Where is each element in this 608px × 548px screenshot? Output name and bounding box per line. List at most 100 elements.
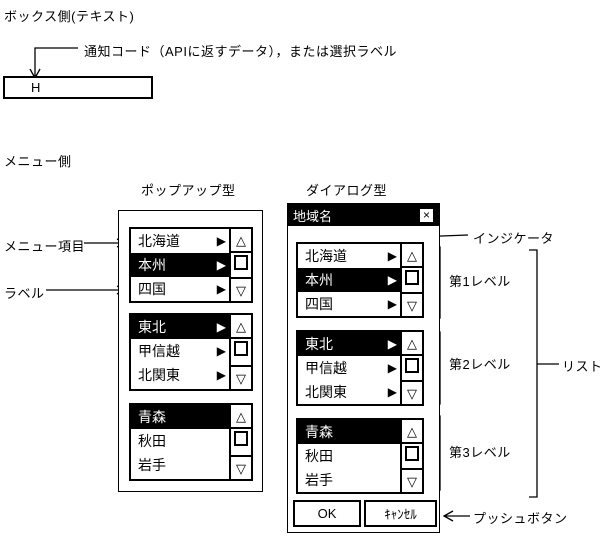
list-item-label: 東北 — [305, 336, 333, 352]
list-item-tohoku[interactable]: 東北 ▶ — [131, 315, 229, 339]
list-item-label: 岩手 — [305, 472, 333, 488]
scroll-down-icon[interactable]: ▽ — [231, 277, 251, 301]
scrollbar-thumb[interactable] — [234, 431, 248, 446]
list-item-label: 北関東 — [138, 367, 180, 383]
list-item-honshu[interactable]: 本州 ▶ — [131, 253, 229, 277]
list-item-iwate[interactable]: 岩手 — [131, 453, 229, 477]
scrollbar[interactable]: △ ▽ — [400, 420, 422, 492]
scrollbar[interactable]: △ ▽ — [229, 405, 251, 479]
dialog-list-level3: 青森 秋田 岩手 △ ▽ — [296, 418, 424, 494]
popup-list-level3: 青森 秋田 岩手 △ ▽ — [129, 403, 253, 481]
list-item-label: 北海道 — [138, 233, 180, 249]
callout-indicator: インジケータ — [473, 231, 555, 246]
scroll-up-icon[interactable]: △ — [231, 315, 251, 339]
submenu-arrow-icon: ▶ — [387, 337, 397, 351]
list-item-label: 四国 — [305, 296, 333, 312]
list-item-shikoku[interactable]: 四国 ▶ — [131, 277, 229, 301]
scroll-down-icon[interactable]: ▽ — [402, 468, 422, 492]
list-item-label: 四国 — [138, 281, 166, 297]
scroll-down-icon[interactable]: ▽ — [402, 292, 422, 316]
scrollbar[interactable]: △ ▽ — [400, 332, 422, 404]
scroll-down-icon[interactable]: ▽ — [231, 455, 251, 479]
list-item-label: 青森 — [305, 424, 333, 440]
list-item-hokkaido[interactable]: 北海道 ▶ — [131, 229, 229, 253]
submenu-arrow-icon: ▶ — [216, 258, 226, 272]
notify-code-arrow — [29, 47, 78, 79]
list-item-honshu[interactable]: 本州 ▶ — [298, 268, 400, 292]
scroll-up-icon[interactable]: △ — [402, 420, 422, 444]
list-item-shikoku[interactable]: 四国 ▶ — [298, 292, 400, 316]
scrollbar-thumb[interactable] — [234, 255, 248, 270]
scroll-down-icon[interactable]: ▽ — [231, 365, 251, 389]
list-item-aomori[interactable]: 青森 — [298, 420, 400, 444]
dialog-window-title: 地域名 — [293, 208, 333, 224]
label-arrow — [46, 285, 127, 295]
list-item-hokkaido[interactable]: 北海道 ▶ — [298, 244, 400, 268]
popup-type-title: ポップアップ型 — [141, 183, 236, 198]
notify-code-annotation: 通知コード（APIに返すデータ），または選択ラベル — [84, 44, 397, 59]
dialog-titlebar[interactable]: 地域名 × — [288, 204, 439, 226]
dialog-window: 地域名 × 北海道 ▶ 本州 ▶ 四国 ▶ △ — [287, 203, 440, 533]
scrollbar[interactable]: △ ▽ — [229, 315, 251, 389]
notify-code-textbox[interactable]: H — [3, 76, 153, 99]
list-bracket — [529, 249, 559, 498]
submenu-arrow-icon: ▶ — [387, 297, 397, 311]
submenu-arrow-icon: ▶ — [216, 344, 226, 358]
dialog-list-level1: 北海道 ▶ 本州 ▶ 四国 ▶ △ ▽ — [296, 242, 424, 318]
scrollbar-thumb[interactable] — [405, 358, 419, 373]
scroll-up-icon[interactable]: △ — [231, 229, 251, 253]
list-item-label: 北海道 — [305, 248, 347, 264]
list-item-label: 青森 — [138, 409, 166, 425]
menu-side-title: メニュー側 — [4, 154, 72, 169]
submenu-arrow-icon: ▶ — [216, 282, 226, 296]
dialog-type-title: ダイアログ型 — [306, 183, 388, 198]
callout-label: ラベル — [4, 286, 45, 301]
close-icon[interactable]: × — [419, 207, 434, 223]
callout-level2: 第2レベル — [449, 357, 511, 372]
list-item-tohoku[interactable]: 東北 ▶ — [298, 332, 400, 356]
popup-list-level1: 北海道 ▶ 本州 ▶ 四国 ▶ △ ▽ — [129, 227, 253, 303]
list-item-kitakanto[interactable]: 北関東 ▶ — [298, 380, 400, 404]
scrollbar-thumb[interactable] — [234, 341, 248, 356]
textbox-value: H — [31, 80, 41, 95]
callout-push-button: プッシュボタン — [473, 511, 568, 526]
callout-level1: 第1レベル — [449, 274, 511, 289]
list-item-label: 本州 — [138, 257, 166, 273]
submenu-arrow-icon: ▶ — [387, 385, 397, 399]
list-item-kitakanto[interactable]: 北関東 ▶ — [131, 363, 229, 387]
callout-list: リスト — [562, 359, 603, 374]
popup-menu-window: 北海道 ▶ 本州 ▶ 四国 ▶ △ ▽ — [118, 210, 263, 492]
scroll-up-icon[interactable]: △ — [402, 332, 422, 356]
callout-menu-item: メニュー項目 — [4, 239, 86, 254]
list-item-koshinetsu[interactable]: 甲信越 ▶ — [131, 339, 229, 363]
list-item-akita[interactable]: 秋田 — [131, 429, 229, 453]
submenu-arrow-icon: ▶ — [387, 273, 397, 287]
list-item-label: 岩手 — [138, 457, 166, 473]
submenu-arrow-icon: ▶ — [216, 320, 226, 334]
list-item-label: 北関東 — [305, 384, 347, 400]
list-item-koshinetsu[interactable]: 甲信越 ▶ — [298, 356, 400, 380]
list-item-iwate[interactable]: 岩手 — [298, 468, 400, 492]
popup-list-level2: 東北 ▶ 甲信越 ▶ 北関東 ▶ △ ▽ — [129, 313, 253, 391]
list-item-label: 甲信越 — [138, 343, 180, 359]
scroll-down-icon[interactable]: ▽ — [402, 380, 422, 404]
list-item-label: 本州 — [305, 272, 333, 288]
scroll-up-icon[interactable]: △ — [231, 405, 251, 429]
dialog-list-level2: 東北 ▶ 甲信越 ▶ 北関東 ▶ △ ▽ — [296, 330, 424, 406]
list-item-akita[interactable]: 秋田 — [298, 444, 400, 468]
scrollbar-thumb[interactable] — [405, 270, 419, 285]
cancel-button[interactable]: ｷｬﾝｾﾙ — [364, 500, 437, 527]
scrollbar[interactable]: △ ▽ — [400, 244, 422, 316]
submenu-arrow-icon: ▶ — [216, 368, 226, 382]
list-item-aomori[interactable]: 青森 — [131, 405, 229, 429]
submenu-arrow-icon: ▶ — [387, 361, 397, 375]
scrollbar[interactable]: △ ▽ — [229, 229, 251, 301]
scroll-up-icon[interactable]: △ — [402, 244, 422, 268]
push-button-arrow — [442, 510, 470, 522]
callout-level3: 第3レベル — [449, 445, 511, 460]
scrollbar-thumb[interactable] — [405, 446, 419, 461]
ok-button[interactable]: OK — [293, 500, 361, 527]
submenu-arrow-icon: ▶ — [387, 249, 397, 263]
box-side-title: ボックス側(テキスト) — [4, 9, 135, 24]
